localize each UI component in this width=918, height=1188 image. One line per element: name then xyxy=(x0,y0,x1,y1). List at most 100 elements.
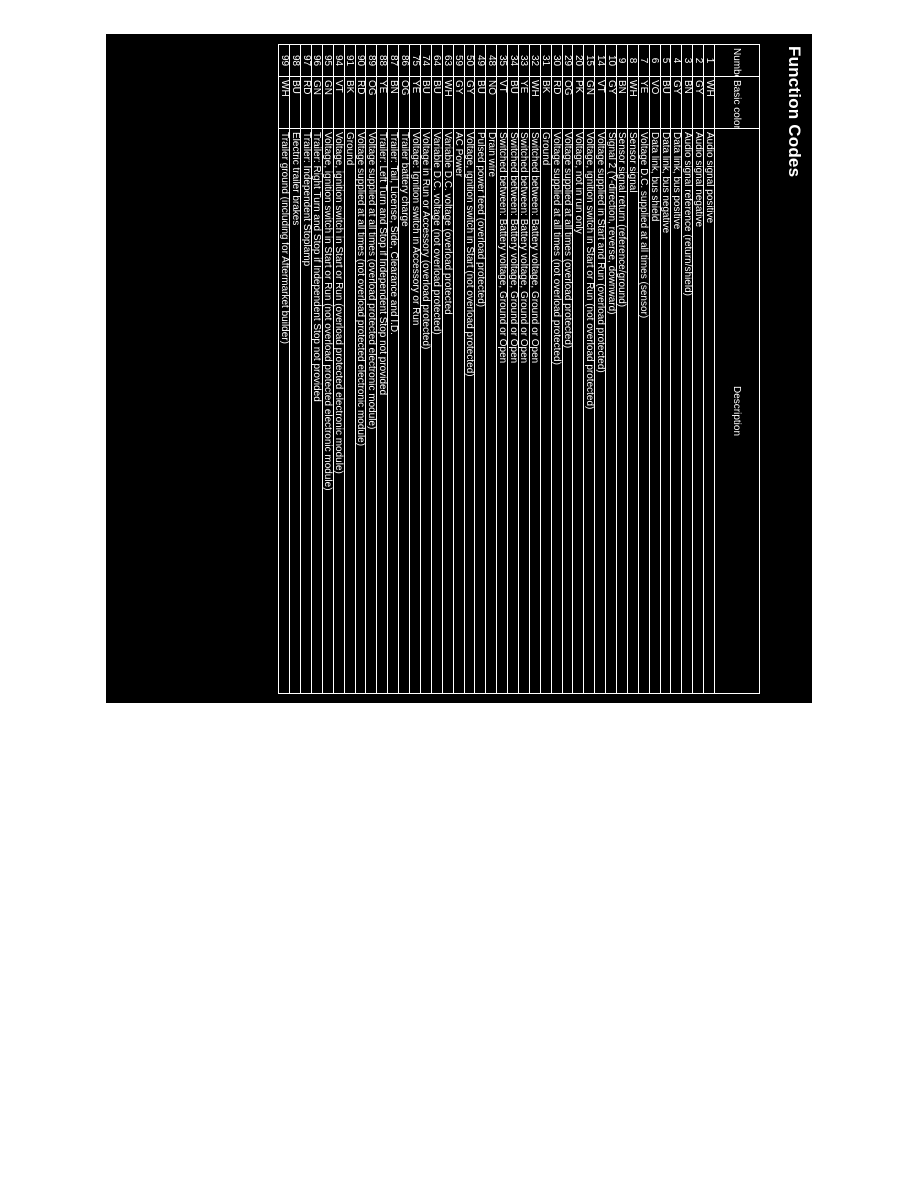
row-color-cell: WH xyxy=(529,76,541,129)
header-number: Number xyxy=(714,44,760,77)
row-description-cell: Audio signal negative xyxy=(692,128,704,694)
row-number-cell: 87 xyxy=(387,44,399,77)
row-number-cell: 14 xyxy=(594,44,606,77)
row-color-cell: YE xyxy=(376,76,388,129)
row-color-cell: BU xyxy=(507,76,519,129)
row-number-cell: 98 xyxy=(289,44,301,77)
row-description-cell: Variable D.C. voltage (overload protecte… xyxy=(442,128,454,694)
row-description-cell: Voltage, not in run only xyxy=(572,128,584,694)
row-color-cell: BU xyxy=(289,76,301,129)
row-description-cell: Voltage, ignition switch in Start (not o… xyxy=(464,128,475,694)
row-color-cell: VT xyxy=(496,76,508,129)
row-number-cell: 97 xyxy=(300,44,312,77)
row-color-cell: RD xyxy=(551,76,563,129)
row-number-cell: 89 xyxy=(366,44,377,77)
row-number-cell: 88 xyxy=(376,44,388,77)
function-codes-panel: Function Codes Number Basic color Descri… xyxy=(106,34,812,703)
row-color-cell: WH xyxy=(442,76,454,129)
row-number-cell: 33 xyxy=(518,44,530,77)
row-number-cell: 91 xyxy=(344,44,356,77)
row-color-cell: WH xyxy=(278,76,290,129)
row-color-cell: GY xyxy=(453,76,465,129)
row-color-cell: YE xyxy=(638,76,650,129)
row-number-cell: 15 xyxy=(583,44,595,77)
row-color-cell: GY xyxy=(464,76,475,129)
row-description-cell: Ground xyxy=(344,128,356,694)
row-description-cell: Trailer: Tail, License, Side, Clearance … xyxy=(387,128,399,694)
row-number-cell: 8 xyxy=(627,44,639,77)
row-description-cell: Trailer: Left Turn and Stop if Independe… xyxy=(376,128,388,694)
row-number-cell: 59 xyxy=(453,44,465,77)
header-description: Description xyxy=(714,128,760,694)
row-number-cell: 10 xyxy=(605,44,617,77)
row-description-cell: Voltage supplied at all times (not overl… xyxy=(551,128,563,694)
row-description-cell: Sensor signal xyxy=(627,128,639,694)
row-number-cell: 86 xyxy=(398,44,410,77)
row-number-cell: 96 xyxy=(311,44,323,77)
row-color-cell: OG xyxy=(398,76,410,129)
row-description-cell: Variable D.C. voltage (not overload prot… xyxy=(431,128,443,694)
row-description-cell: Ground xyxy=(540,128,552,694)
row-color-cell: VT xyxy=(594,76,606,129)
row-color-cell: BK xyxy=(540,76,552,129)
row-color-cell: BU xyxy=(420,76,432,129)
row-color-cell: VT xyxy=(333,76,345,129)
row-color-cell: OG xyxy=(366,76,377,129)
row-number-cell: 4 xyxy=(670,44,682,77)
row-number-cell: 64 xyxy=(431,44,443,77)
row-color-cell: GN xyxy=(311,76,323,129)
row-number-cell: 2 xyxy=(692,44,704,77)
row-number-cell: 49 xyxy=(474,44,486,77)
row-color-cell: GN xyxy=(322,76,334,129)
row-color-cell: NO xyxy=(485,76,497,129)
row-number-cell: 9 xyxy=(616,44,628,77)
row-color-cell: BU xyxy=(474,76,486,129)
row-color-cell: GY xyxy=(605,76,617,129)
table-header-row: Number Basic color Description xyxy=(714,44,760,694)
row-number-cell: 75 xyxy=(409,44,421,77)
row-number-cell: 50 xyxy=(464,44,475,77)
row-description-cell: Audio signal reference (return/shield) xyxy=(681,128,693,694)
row-description-cell: Voltage, ignition switch in Start or Run… xyxy=(333,128,345,694)
row-number-cell: 5 xyxy=(660,44,671,77)
row-number-cell: 35 xyxy=(496,44,508,77)
row-description-cell: Voltage supplied at all times (not overl… xyxy=(355,128,366,694)
row-description-cell: Data link, bus shield xyxy=(649,128,661,694)
row-color-cell: BN xyxy=(387,76,399,129)
row-description-cell: Signal 2 (Y-direction, reverse, downward… xyxy=(605,128,617,694)
row-number-cell: 95 xyxy=(322,44,334,77)
row-color-cell: BU xyxy=(431,76,443,129)
row-number-cell: 6 xyxy=(649,44,661,77)
row-description-cell: Trailer ground (including for Aftermarke… xyxy=(278,128,290,694)
rotated-content: Function Codes Number Basic color Descri… xyxy=(106,34,812,703)
row-description-cell: Trailer: Right Turn and Stop if Independ… xyxy=(311,128,323,694)
row-color-cell: GN xyxy=(583,76,595,129)
row-number-cell: 90 xyxy=(355,44,366,77)
row-color-cell: YE xyxy=(518,76,530,129)
